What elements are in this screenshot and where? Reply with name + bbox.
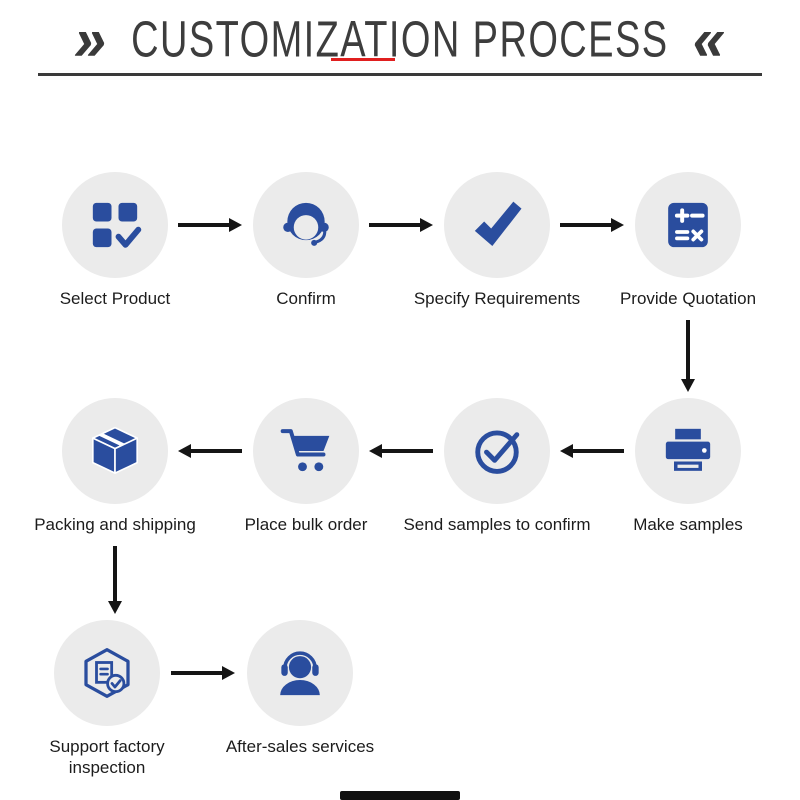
step-label: Confirm: [276, 289, 336, 308]
arrow-right-3: [560, 217, 624, 233]
step-factory-inspection: Support factory inspection: [27, 620, 187, 779]
right-chevrons-mark: «: [686, 5, 732, 74]
arrow-right-1: [178, 217, 242, 233]
step-label: Select Product: [59, 289, 171, 308]
factory-inspection-icon: [84, 648, 130, 698]
step-label: After-sales services: [225, 737, 375, 756]
headset-person-icon: [280, 651, 320, 696]
step-send-samples: Send samples to confirm: [402, 398, 592, 535]
arrow-left-1: [178, 443, 242, 459]
title-divider-line: [38, 73, 762, 76]
step-select-product: Select Product: [20, 172, 210, 309]
left-chevrons-mark: »: [68, 5, 114, 74]
step-after-sales: After-sales services: [205, 620, 395, 757]
title-row: » CUSTOMIZATION PROCESS «: [0, 5, 800, 74]
step-specify-requirements: Specify Requirements: [402, 172, 592, 309]
step-label: Packing and shipping: [34, 515, 196, 534]
step-label: Support factory inspection: [49, 737, 165, 778]
shopping-cart-icon: [280, 429, 330, 472]
arrow-right-4: [171, 665, 235, 681]
calculator-icon: [668, 202, 708, 248]
customer-service-icon: [283, 202, 329, 246]
step-place-bulk-order: Place bulk order: [211, 398, 401, 535]
printer-icon: [665, 428, 711, 471]
step-confirm: Confirm: [211, 172, 401, 309]
step-packing-shipping: Packing and shipping: [20, 398, 210, 535]
spellcheck-red-underline: [331, 58, 395, 61]
arrow-left-2: [369, 443, 433, 459]
step-label: Send samples to confirm: [403, 515, 591, 534]
step-label: Place bulk order: [244, 515, 368, 534]
page-title: CUSTOMIZATION PROCESS: [131, 11, 669, 68]
step-label: Make samples: [633, 515, 743, 534]
package-box-icon: [92, 426, 138, 474]
step-provide-quotation: Provide Quotation: [593, 172, 783, 309]
step-label: Provide Quotation: [619, 289, 757, 308]
bottom-bar: [340, 791, 460, 800]
arrow-down-2: [107, 546, 123, 614]
step-make-samples: Make samples: [593, 398, 783, 535]
product-grid-check-icon: [92, 202, 142, 248]
step-label: Specify Requirements: [413, 289, 581, 308]
arrow-down-1: [680, 320, 696, 392]
arrow-left-3: [560, 443, 624, 459]
checkmark-icon: [474, 201, 522, 246]
check-circle-icon: [475, 430, 520, 474]
arrow-right-2: [369, 217, 433, 233]
